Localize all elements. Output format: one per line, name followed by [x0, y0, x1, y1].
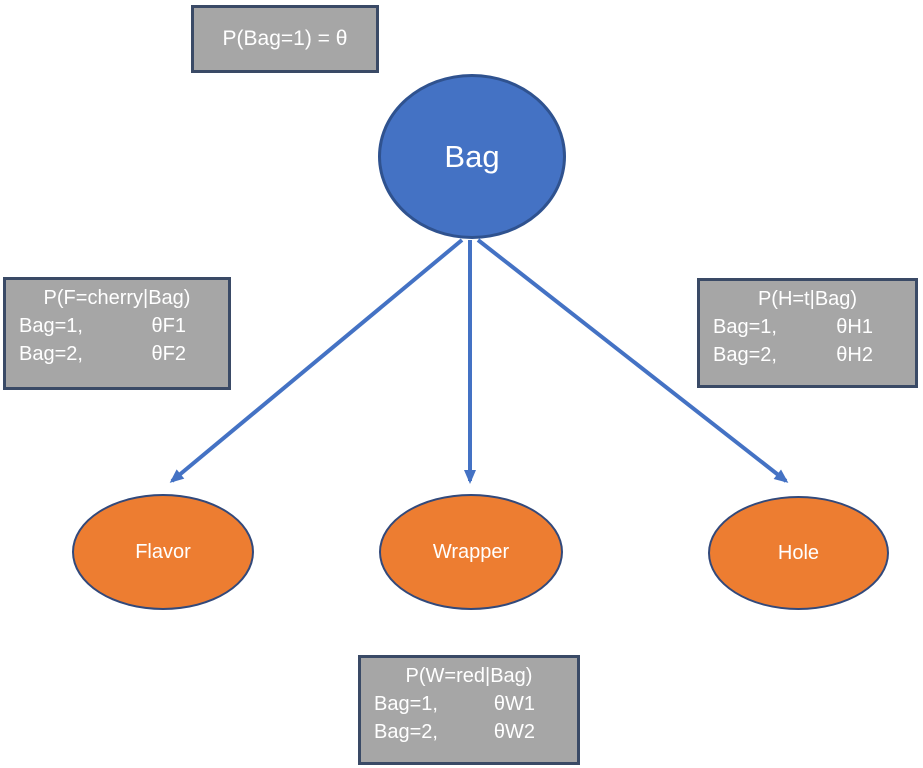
cpt-flavor-row-2-condition: Bag=2, — [19, 343, 83, 365]
node-wrapper-label: Wrapper — [432, 540, 510, 563]
node-flavor-label: Flavor — [135, 540, 191, 563]
node-bag-label: Bag — [444, 138, 500, 174]
cpt-box-bag-prior: P(Bag=1) = θ — [191, 5, 379, 73]
cpt-flavor-row-1: Bag=1, θF1 — [6, 312, 228, 340]
cpt-wrapper-row-2-condition: Bag=2, — [374, 721, 438, 743]
cpt-flavor-row-2: Bag=2, θF2 — [6, 340, 228, 368]
cpt-box-flavor: P(F=cherry|Bag) Bag=1, θF1 Bag=2, θF2 — [3, 277, 231, 390]
cpt-hole-row-1: Bag=1, θH1 — [700, 313, 915, 341]
cpt-wrapper-row-1-value: θW1 — [493, 693, 535, 715]
cpt-hole-row-1-value: θH1 — [836, 316, 873, 338]
node-flavor: Flavor — [72, 494, 254, 610]
node-bag: Bag — [378, 74, 566, 239]
cpt-hole-row-2-condition: Bag=2, — [713, 344, 777, 366]
node-hole: Hole — [708, 496, 889, 610]
cpt-box-hole: P(H=t|Bag) Bag=1, θH1 Bag=2, θH2 — [697, 278, 918, 388]
cpt-wrapper-row-1-condition: Bag=1, — [374, 693, 438, 715]
cpt-hole-row-1-condition: Bag=1, — [713, 316, 777, 338]
cpt-flavor-title: P(F=cherry|Bag) — [43, 287, 191, 309]
node-wrapper: Wrapper — [379, 494, 563, 610]
cpt-hole-title: P(H=t|Bag) — [757, 288, 858, 310]
cpt-wrapper-row-2: Bag=2, θW2 — [361, 718, 577, 746]
cpt-box-wrapper: P(W=red|Bag) Bag=1, θW1 Bag=2, θW2 — [358, 655, 580, 765]
cpt-flavor-row-1-value: θF1 — [151, 315, 186, 337]
cpt-wrapper-title: P(W=red|Bag) — [405, 665, 533, 687]
cpt-hole-row-2-value: θH2 — [836, 344, 873, 366]
cpt-hole-row-2: Bag=2, θH2 — [700, 341, 915, 369]
cpt-flavor-row-2-value: θF2 — [151, 343, 186, 365]
cpt-flavor-row-1-condition: Bag=1, — [19, 315, 83, 337]
node-hole-label: Hole — [777, 541, 820, 564]
cpt-wrapper-row-2-value: θW2 — [493, 721, 535, 743]
cpt-wrapper-row-1: Bag=1, θW1 — [361, 690, 577, 718]
cpt-bag-prior-text: P(Bag=1) = θ — [222, 27, 348, 50]
